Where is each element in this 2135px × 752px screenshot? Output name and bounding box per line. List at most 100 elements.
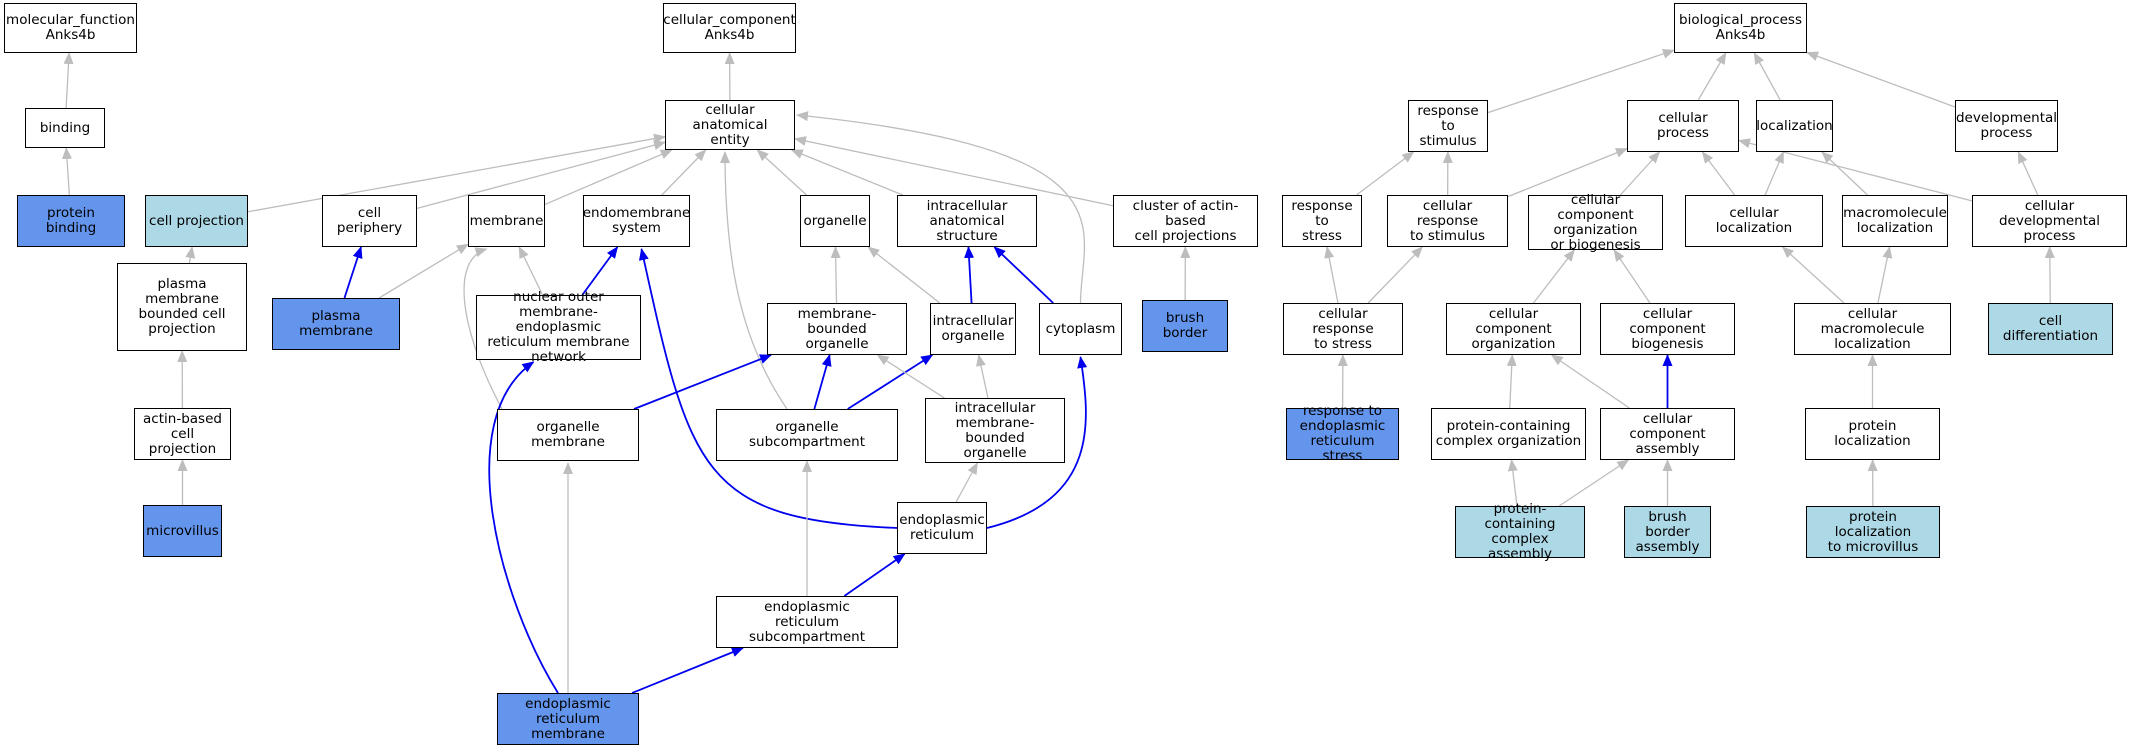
node-cell-resp-stress: cellular response to stress xyxy=(1283,303,1403,355)
node-organelle: organelle xyxy=(800,195,870,247)
edge-er_subcomp-to-er xyxy=(843,553,906,597)
node-binding: binding xyxy=(25,108,105,148)
edge-er-to-endomembrane xyxy=(638,248,898,529)
edge-cc_org-to-ccob xyxy=(1533,249,1575,304)
node-ccob: cellular component organization or bioge… xyxy=(1528,192,1663,252)
node-actin-proj: actin-based cell projection xyxy=(134,408,231,460)
node-macro-local: macromolecule localization xyxy=(1842,195,1948,247)
node-plasma-membrane: plasma membrane xyxy=(272,298,400,350)
node-er-membrane: endoplasmic reticulum membrane xyxy=(497,693,639,745)
node-dev-process: developmental process xyxy=(1955,100,2058,152)
edge-organelle-to-cae xyxy=(756,149,808,196)
node-imbo: intracellular membrane-bounded organelle xyxy=(925,398,1065,463)
edge-intra_org-to-intracellular_as xyxy=(964,246,975,304)
edge-resp_stress-to-resp_stim xyxy=(1356,151,1415,196)
edge-cc_biog-to-ccob xyxy=(1613,249,1651,304)
edge-cluster_actin-to-cae xyxy=(794,136,1114,207)
node-membrane: membrane xyxy=(468,195,545,247)
edge-er-to-cytoplasm xyxy=(986,356,1088,529)
node-pm-bounded-proj: plasma membrane bounded cell projection xyxy=(117,263,247,351)
edge-cell_local-to-cell_process xyxy=(1701,151,1736,196)
node-cell-resp-stim: cellular response to stimulus xyxy=(1387,195,1508,247)
node-pcc-org: protein-containing complex organization xyxy=(1431,408,1586,460)
edge-org_membrane-to-membrane xyxy=(463,247,503,410)
edge-pcc_assembly-to-cc_assembly xyxy=(1558,459,1630,507)
edge-imbo-to-intra_org xyxy=(976,354,989,399)
edge-resp_stim-to-bp_root xyxy=(1487,49,1675,114)
node-cc-root: cellular_component Anks4b xyxy=(663,3,796,53)
edge-protein_binding-to-binding xyxy=(62,147,72,196)
node-bb-assembly: brush border assembly xyxy=(1624,506,1711,558)
edge-cc_assembly-to-cc_org xyxy=(1550,354,1630,409)
edge-org_subcomp-to-intra_org xyxy=(847,354,934,410)
edge-intra_org-to-organelle xyxy=(867,246,941,304)
node-cc-biog: cellular component biogenesis xyxy=(1600,303,1735,355)
node-brush-border: brush border xyxy=(1142,300,1228,352)
node-cluster-actin: cluster of actin-based cell projections xyxy=(1113,195,1258,247)
edge-endomembrane-to-cae xyxy=(661,149,707,196)
edge-cell_diff-to-cell_dev xyxy=(2044,246,2055,304)
edge-org_subcomp-to-mbo xyxy=(813,354,832,410)
node-cell-macro-local: cellular macromolecule localization xyxy=(1794,303,1951,355)
edge-imbo-to-mbo xyxy=(876,354,945,399)
edge-macro_local-to-localization xyxy=(1821,151,1868,196)
edge-org_membrane-to-mbo xyxy=(633,354,772,410)
edge-pcc_org-to-cc_org xyxy=(1506,354,1517,409)
edge-plasma_membrane-to-membrane xyxy=(378,243,469,299)
node-localization: localization xyxy=(1756,100,1833,152)
edge-cell_macro_local-to-cell_local xyxy=(1781,246,1845,304)
node-bp-root: biological_process Anks4b xyxy=(1674,3,1807,53)
node-nuclear-outer: nuclear outer membrane-endoplasmic retic… xyxy=(476,290,641,365)
node-er-subcomp: endoplasmic reticulum subcompartment xyxy=(716,596,898,648)
node-cell-local: cellular localization xyxy=(1685,195,1823,247)
edge-membrane-to-cae xyxy=(544,149,673,206)
edge-mbo-to-organelle xyxy=(830,246,841,304)
node-pcc-assembly: protein-containing complex assembly xyxy=(1455,502,1585,562)
node-intra-org: intracellular organelle xyxy=(930,303,1016,355)
edge-layer xyxy=(62,49,2055,694)
edge-org_subcomp-to-cae xyxy=(720,151,788,410)
node-cell-diff: cell differentiation xyxy=(1988,303,2113,355)
edge-pm_bounded_proj-to-cell_projection xyxy=(185,246,196,264)
edge-cell_resp_stress-to-resp_stress xyxy=(1324,246,1339,304)
node-cell-process: cellular process xyxy=(1627,100,1739,152)
edge-cell_projection-to-cae xyxy=(247,133,666,213)
node-cc-org: cellular component organization xyxy=(1446,303,1581,355)
edge-er_membrane-to-nuclear_outer xyxy=(488,361,559,694)
node-resp-stress: response to stress xyxy=(1282,195,1362,247)
node-resp-er-stress: response to endoplasmic reticulum stress xyxy=(1286,404,1399,464)
edge-localization-to-bp_root xyxy=(1753,52,1781,101)
edge-cell_macro_local-to-macro_local xyxy=(1877,246,1893,304)
edge-binding-to-mf_root xyxy=(63,52,74,109)
edge-cell_local-to-localization xyxy=(1764,151,1785,196)
node-cytoplasm: cytoplasm xyxy=(1039,303,1122,355)
node-er: endoplasmic reticulum xyxy=(897,502,987,554)
edge-nuclear_outer-to-membrane xyxy=(518,246,544,296)
edge-ccob-to-cell_process xyxy=(1619,151,1661,196)
edge-cell_dev-to-dev_process xyxy=(2017,151,2039,196)
node-mbo: membrane-bounded organelle xyxy=(767,303,907,355)
edge-cell_resp_stim-to-cell_process xyxy=(1507,147,1628,198)
node-endomembrane: endomembrane system xyxy=(583,195,690,247)
node-cae: cellular anatomical entity xyxy=(665,100,795,150)
edge-nuclear_outer-to-endomembrane xyxy=(581,246,619,296)
node-intracellular-as: intracellular anatomical structure xyxy=(897,195,1037,247)
edge-cell_process-to-bp_root xyxy=(1697,52,1727,101)
node-protein-local: protein localization xyxy=(1805,408,1940,460)
edge-cell_periphery-to-cae xyxy=(416,140,666,209)
edge-pcc_assembly-to-pcc_org xyxy=(1507,459,1518,507)
node-resp-stim: response to stimulus xyxy=(1408,100,1488,152)
edge-er-to-imbo xyxy=(955,462,978,503)
edge-plasma_membrane-to-cell_periphery xyxy=(343,246,363,299)
node-protein-binding: protein binding xyxy=(17,195,125,247)
edge-cell_resp_stress-to-cell_resp_stim xyxy=(1367,246,1424,304)
edge-cytoplasm-to-intracellular_as xyxy=(993,246,1054,304)
node-org-membrane: organelle membrane xyxy=(497,409,639,461)
node-cell-dev: cellular developmental process xyxy=(1972,195,2127,247)
node-cc-assembly: cellular component assembly xyxy=(1600,408,1735,460)
edge-dev_process-to-bp_root xyxy=(1806,51,1956,108)
edge-cytoplasm-to-cae xyxy=(796,111,1086,304)
node-cell-projection: cell projection xyxy=(145,195,248,247)
edge-intracellular_as-to-cae xyxy=(790,149,904,196)
